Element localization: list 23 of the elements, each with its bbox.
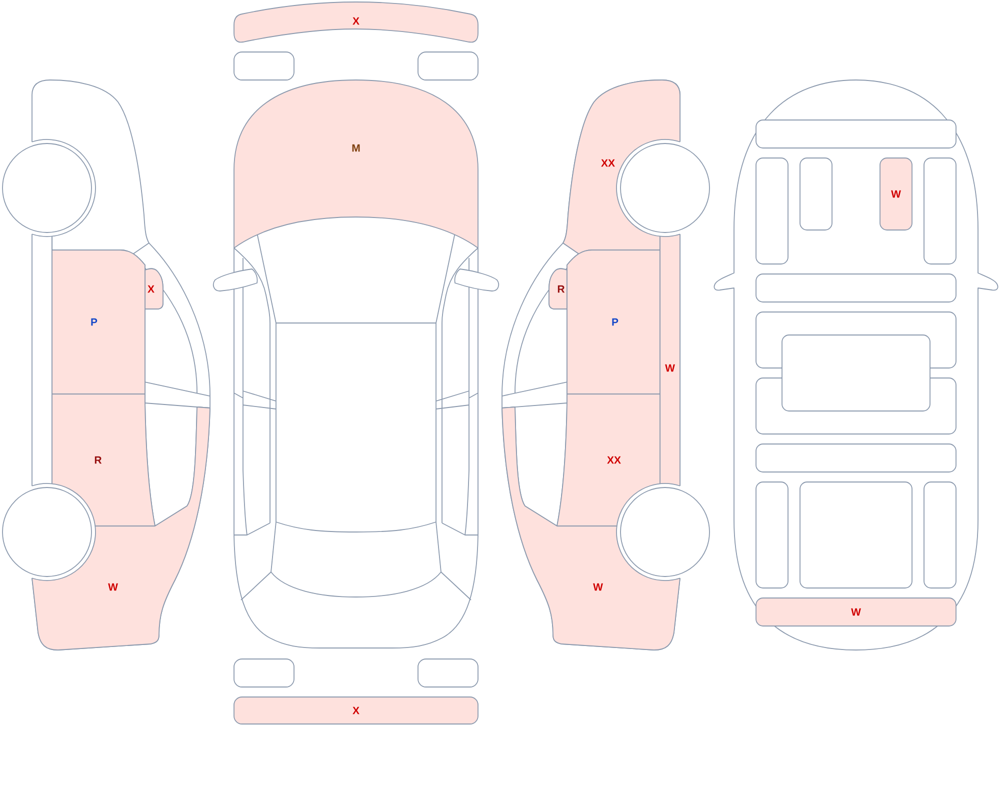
mirror-panel: R: [548, 268, 568, 310]
lamp-box: [418, 658, 478, 688]
panel-box: [800, 482, 912, 588]
lamp-box: [418, 52, 478, 80]
lamp-box: [234, 52, 294, 80]
panel-box: [800, 158, 832, 230]
panel-box: [756, 482, 788, 588]
door-panel: P: [52, 250, 146, 394]
lamp-box: [234, 658, 294, 688]
hood-panel: M: [234, 80, 478, 248]
panel-box: [756, 158, 788, 264]
sill-panel: W: [660, 232, 680, 490]
mirror-panel: X: [144, 268, 164, 310]
panel-box: W: [880, 158, 912, 230]
panel-box: W: [756, 598, 956, 626]
panel-box: [756, 274, 956, 302]
panel-box: [782, 334, 930, 412]
panel-box: [756, 444, 956, 472]
panel-box: [924, 158, 956, 264]
bumper-panel: X: [234, 696, 478, 724]
panel-box: [756, 120, 956, 148]
bumper-panel: X: [234, 2, 478, 43]
panel-box: [924, 482, 956, 588]
